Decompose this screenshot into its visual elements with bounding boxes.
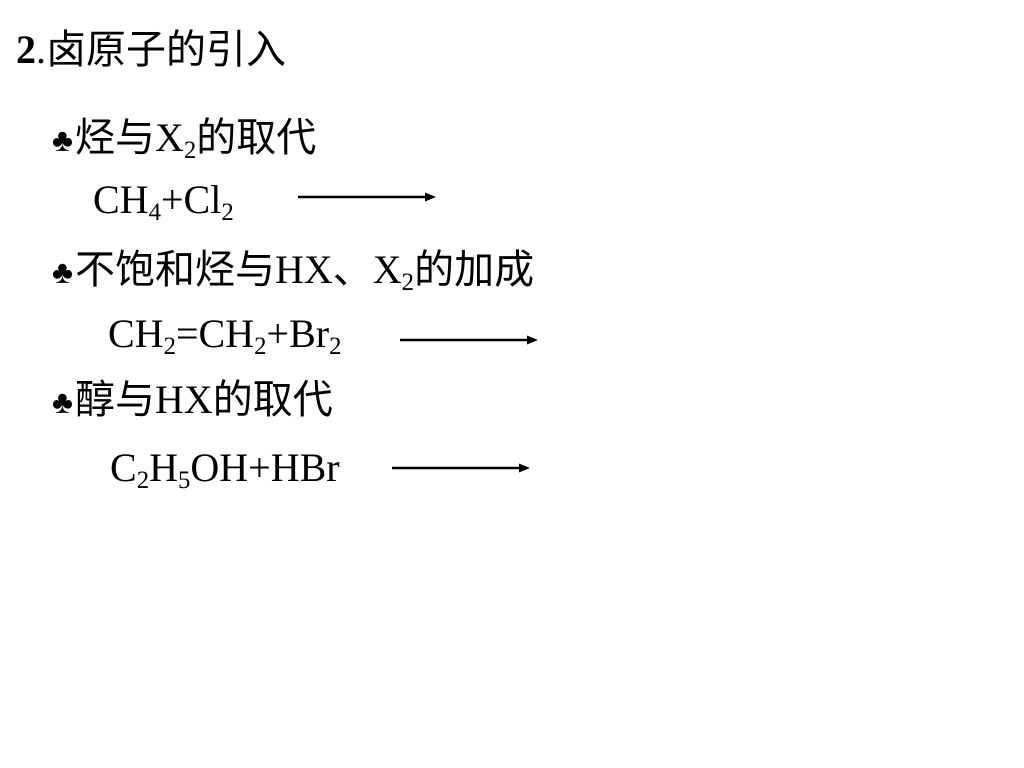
club-icon: ♣: [52, 254, 73, 290]
title-text: 卤原子的引入: [46, 27, 286, 72]
heading-text-a: 不饱和烃与HX、X: [75, 247, 402, 292]
club-icon: ♣: [52, 384, 73, 420]
heading-subscript: 2: [401, 268, 415, 296]
slide-title: 2.卤原子的引入: [16, 30, 286, 70]
formula-subscript: 2: [329, 332, 342, 360]
formula-part: CH: [108, 311, 164, 356]
formula-part: =CH: [175, 311, 255, 356]
formula-part: OH+HBr: [190, 445, 340, 490]
bullet-heading-alcohol-substitution: ♣醇与HX的取代: [52, 380, 333, 420]
reaction-arrow-icon: [392, 463, 530, 473]
formula-subscript: 4: [148, 198, 161, 226]
formula-subscript: 2: [136, 466, 150, 494]
equation-ethanol-hbr: C2H5OH+HBr: [110, 445, 340, 493]
formula-subscript: 2: [221, 198, 234, 226]
heading-text-a: 烃与X: [75, 115, 184, 160]
bullet-heading-substitution: ♣烃与X2的取代: [52, 115, 317, 163]
title-number: 2: [16, 27, 36, 72]
formula-part: CH: [93, 177, 149, 222]
equation-methane-chlorination: CH4+Cl2: [93, 177, 234, 225]
formula-part: +Br: [266, 311, 330, 356]
title-dot: .: [36, 27, 46, 72]
reaction-arrow-icon: [400, 335, 538, 345]
club-icon: ♣: [52, 122, 73, 158]
heading-text-a: 醇与HX的取代: [75, 377, 333, 422]
formula-subscript: 2: [163, 332, 176, 360]
formula-subscript: 2: [254, 332, 267, 360]
bullet-heading-addition: ♣不饱和烃与HX、X2的加成: [52, 247, 535, 295]
reaction-arrow-icon: [298, 192, 436, 202]
formula-part: C: [110, 445, 137, 490]
formula-subscript: 5: [177, 466, 191, 494]
formula-part: +Cl: [160, 177, 222, 222]
heading-text-b: 的取代: [196, 115, 317, 160]
heading-subscript: 2: [183, 136, 197, 164]
heading-text-b: 的加成: [414, 247, 535, 292]
equation-ethylene-bromination: CH2=CH2+Br2: [108, 311, 341, 359]
formula-part: H: [149, 445, 178, 490]
